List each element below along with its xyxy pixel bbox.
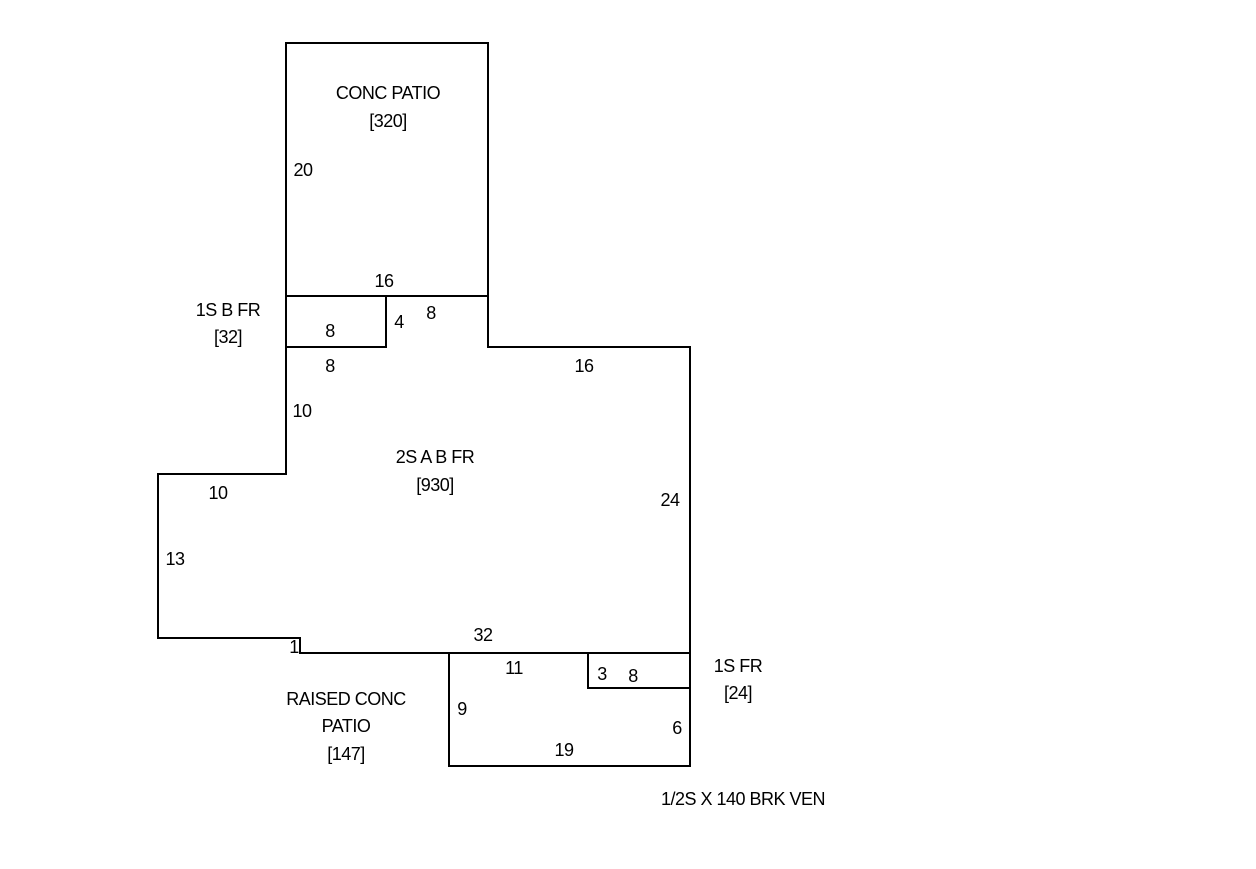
dim-main-bottom: 32 (473, 625, 493, 645)
dim-fr-top: 8 (628, 666, 638, 686)
conc-patio-label: CONC PATIO (336, 83, 441, 103)
dim-bfr-right: 4 (394, 312, 404, 332)
one-s-fr-size: [24] (724, 683, 752, 703)
dim-patio-left: 20 (293, 160, 313, 180)
raised-conc-patio-size: [147] (327, 744, 365, 764)
dim-wing-left: 13 (165, 549, 185, 569)
dim-main-top-right: 16 (574, 356, 594, 376)
two-s-a-b-fr-outline (157, 295, 691, 654)
one-s-b-fr-size: [32] (214, 327, 242, 347)
raised-conc-patio-outline (448, 652, 691, 767)
dim-bfr-bottom-inner: 8 (325, 321, 335, 341)
construction-note: 1/2S X 140 BRK VEN (661, 789, 825, 809)
one-s-fr-label: 1S FR (714, 656, 763, 676)
dim-raised-bottom: 19 (554, 740, 574, 760)
conc-patio-outline (285, 42, 489, 297)
dim-jog: 1 (289, 637, 299, 657)
dim-bfr-bottom-outer: 8 (325, 356, 335, 376)
two-s-a-b-fr-size: [930] (416, 475, 454, 495)
conc-patio-size: [320] (369, 111, 407, 131)
dim-step-right: 8 (426, 303, 436, 323)
dim-raised-right: 6 (672, 718, 682, 738)
dim-main-right: 24 (660, 490, 680, 510)
dim-fr-left: 3 (597, 664, 607, 684)
dim-main-left-upper: 10 (292, 401, 312, 421)
one-s-fr-outline (587, 652, 691, 689)
raised-conc-patio-label-line2: PATIO (322, 716, 371, 736)
raised-conc-patio-label-line1: RAISED CONC (286, 689, 406, 709)
two-s-a-b-fr-label: 2S A B FR (396, 447, 475, 467)
one-s-b-fr-label: 1S B FR (196, 300, 261, 320)
dim-raised-top: 11 (505, 658, 523, 678)
dim-wing-top: 10 (208, 483, 228, 503)
one-s-b-fr-outline (285, 295, 387, 348)
dim-patio-bottom: 16 (374, 271, 394, 291)
dim-raised-left: 9 (457, 699, 467, 719)
